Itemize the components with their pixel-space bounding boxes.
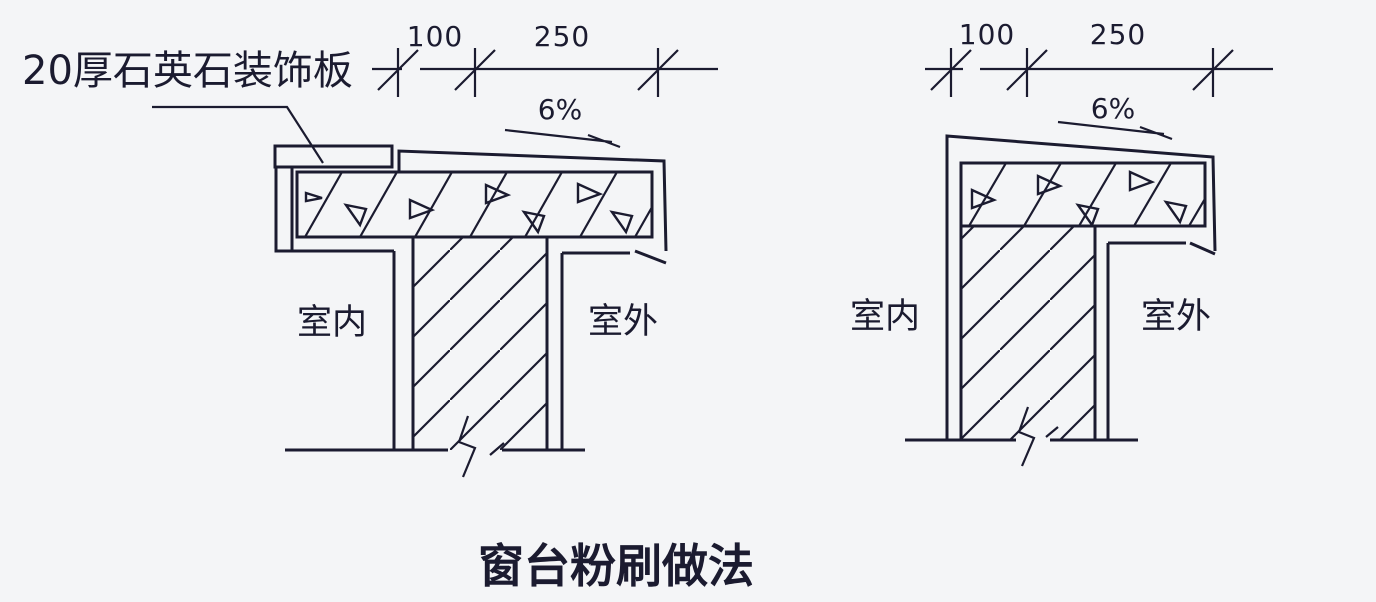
- left-sill-concrete-band: [297, 172, 652, 237]
- right-slope-label: 6%: [1091, 92, 1135, 125]
- left-outdoor-label: 室外: [588, 302, 658, 342]
- left-dimension-line: [372, 48, 718, 97]
- left-slope-label: 6%: [538, 93, 582, 126]
- right-concrete-triangle-symbols: [970, 170, 1188, 228]
- left-drip-edge: [634, 249, 667, 265]
- right-wall-brick-hatch: [961, 226, 1095, 440]
- right-indoor-label: 室内: [850, 297, 920, 337]
- left-plaster-cap: [292, 149, 668, 265]
- left-indoor-label: 室内: [297, 303, 367, 343]
- right-dimension-line: [925, 48, 1273, 97]
- right-dim-100: 100: [959, 18, 1015, 51]
- right-drip-edge: [1189, 241, 1216, 256]
- right-sill-concrete-band: [961, 163, 1205, 226]
- right-detail: 100 250 6%: [850, 18, 1273, 467]
- right-break-symbol: [1017, 406, 1059, 467]
- drawing-title: 窗台粉刷做法: [478, 539, 754, 593]
- left-dim-100: 100: [407, 20, 463, 53]
- right-wall-faces: [959, 226, 1110, 440]
- left-wall-faces: [392, 237, 564, 450]
- left-detail: 100 250 6% 20厚石英石装饰板: [22, 20, 718, 478]
- left-wall-brick-hatch: [413, 237, 547, 450]
- left-concrete-triangle-symbols: [304, 182, 634, 235]
- left-slope-arrow-icon: [504, 128, 621, 149]
- dimension-tick-slashes: [377, 49, 679, 91]
- left-dim-250: 250: [534, 20, 590, 53]
- dimension-tick-slashes: [930, 49, 1234, 91]
- left-callout-leader-line: [152, 105, 324, 164]
- quartz-panel: [273, 144, 394, 253]
- right-dim-250: 250: [1090, 18, 1146, 51]
- left-callout-label: 20厚石英石装饰板: [22, 48, 353, 94]
- right-plaster-cap: [945, 134, 1217, 440]
- right-outdoor-label: 室外: [1141, 297, 1211, 337]
- right-slope-arrow-icon: [1057, 120, 1173, 141]
- left-break-symbol: [457, 415, 505, 478]
